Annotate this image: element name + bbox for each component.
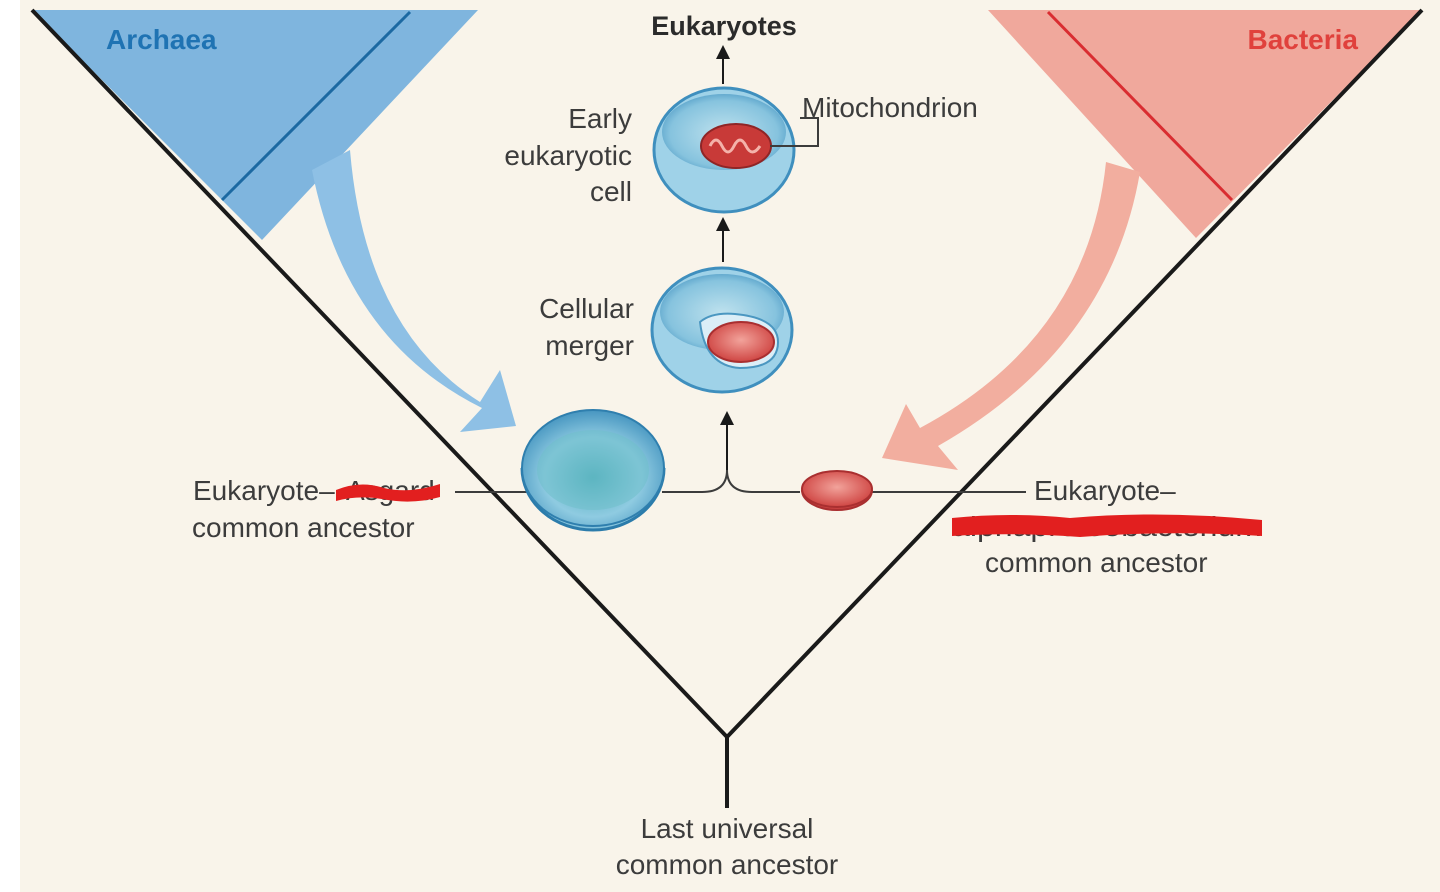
bacteria-wedge (988, 10, 1422, 238)
engulfed-bacterium (707, 321, 775, 363)
mitochondrion-label: Mitochondrion (802, 92, 978, 123)
archaea-transfer-arrow (312, 150, 516, 432)
mitochondrion-leader-line (770, 117, 819, 147)
bacteria-transfer-arrow (882, 162, 1140, 470)
luca-label-line1: Last universal (641, 813, 814, 844)
archaea-divider-line (220, 10, 412, 202)
bacteria-label: Bacteria (1247, 24, 1358, 55)
early-eukaryotic-cell (652, 86, 796, 214)
merger-label-line2: merger (545, 330, 634, 361)
bacterial-ancestor-label-line1: Eukaryote– (1034, 475, 1176, 506)
bacterial-ancestor-label-line2: common ancestor (985, 547, 1208, 578)
merger-label-line1: Cellular (539, 293, 634, 324)
archaea-wedge (32, 10, 478, 240)
bacterial-ancestor-redaction-scribble (952, 514, 1262, 537)
early-cell-label-line1: Early (568, 103, 632, 134)
luca-label-line2: common ancestor (616, 849, 839, 880)
bacterial-ancestor-cell (801, 470, 873, 511)
archaeal-ancestor-cell (520, 409, 666, 532)
bacteria-divider-line (1046, 10, 1234, 202)
early-cell-label-line2: eukaryotic (504, 140, 632, 171)
archaeal-ancestor-redaction-scribble (336, 484, 440, 502)
cellular-merger-cell (650, 266, 794, 394)
archaeal-ancestor-label-line1: Eukaryote– (193, 475, 335, 506)
early-cell-label-line3: cell (590, 176, 632, 207)
eukaryotes-label: Eukaryotes (651, 11, 797, 41)
archaea-label: Archaea (106, 24, 217, 55)
archaeal-ancestor-label-line2: common ancestor (192, 512, 415, 543)
